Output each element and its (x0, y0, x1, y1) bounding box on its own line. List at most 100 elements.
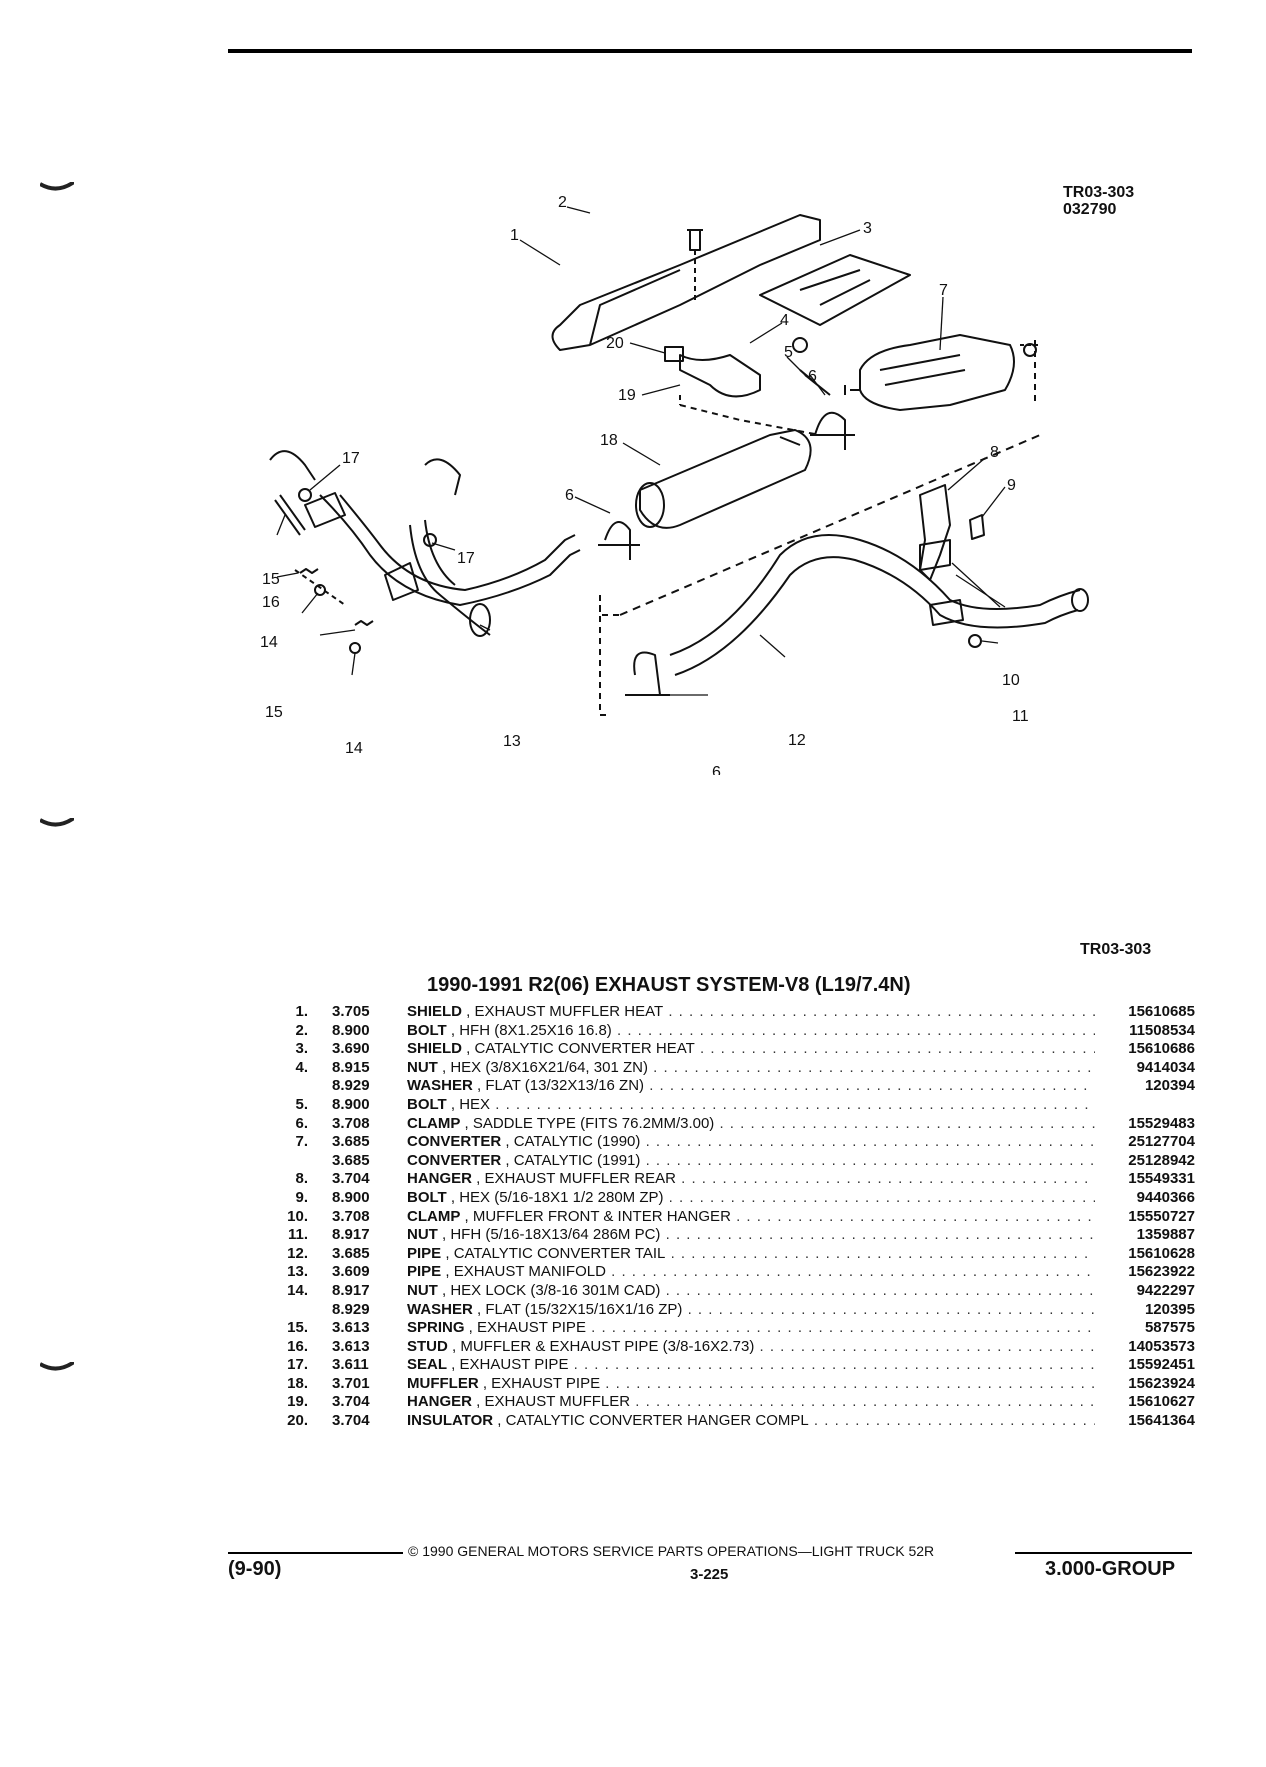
group-code: 3.609 (332, 1263, 370, 1281)
leader-dots: . . . . . . . . . . . . . . . . . . . . … (813, 1412, 1095, 1430)
shield-bolt (687, 229, 703, 251)
muffler (639, 429, 812, 529)
hanger-clamp-lower (929, 599, 964, 626)
spring-lower (354, 620, 374, 626)
item-number: 8. (295, 1170, 308, 1188)
part-number: 15610627 (1128, 1393, 1195, 1411)
callout-6c: 6 (712, 764, 721, 775)
parts-row: 1. 3.705 SHIELD , EXHAUST MUFFLER HEAT . .… (270, 1003, 1195, 1022)
group-code: 3.705 (332, 1003, 370, 1020)
callout-2: 2 (558, 195, 567, 211)
part-description: STUD , MUFFLER & EXHAUST PIPE (3/8-16X2.… (399, 1338, 1095, 1357)
spring (299, 568, 319, 574)
figure-date-code: 032790 (1063, 201, 1117, 218)
leader-dots: . . . . . . . . . . . . . . . . . . . . … (665, 1281, 1095, 1299)
callout-6: 6 (808, 368, 817, 385)
item-number: 7. (295, 1133, 308, 1151)
part-description: INSULATOR , CATALYTIC CONVERTER HANGER C… (399, 1412, 1095, 1431)
part-number: 587575 (1144, 1319, 1195, 1337)
part-description: WASHER , FLAT (13/32X13/16 ZN) . . . . .… (399, 1077, 1095, 1096)
item-number: 11. (287, 1226, 308, 1244)
group-code: 3.611 (332, 1356, 369, 1374)
part-detail: , CATALYTIC CONVERTER HEAT (462, 1040, 695, 1058)
hanger-clamp (919, 539, 951, 571)
callout-5: 5 (784, 344, 793, 361)
item-number: 1. (295, 1003, 308, 1020)
part-description: NUT , HFH (5/16-18X13/64 286M PC) . . . … (399, 1226, 1095, 1245)
part-description: BOLT , HEX (5/16-18X1 1/2 280M ZP) . . .… (399, 1189, 1095, 1208)
group-code: 3.613 (332, 1319, 370, 1337)
item-number (270, 1152, 308, 1171)
seal (298, 488, 312, 502)
leader-dots: . . . . . . . . . . . . . . . . . . . . … (681, 1170, 1095, 1188)
callout-1: 1 (510, 227, 519, 244)
callout-19: 19 (618, 387, 636, 404)
part-description: BOLT , HFH (8X1.25X16 16.8) . . . . . . … (399, 1022, 1095, 1041)
part-detail: , EXHAUST PIPE (447, 1356, 569, 1374)
part-name: BOLT (407, 1188, 447, 1206)
part-detail: , HEX (446, 1095, 491, 1113)
part-description: SHIELD , EXHAUST MUFFLER HEAT . . . . . … (399, 1003, 1095, 1022)
part-name: WASHER (407, 1300, 473, 1318)
part-detail: , EXHAUST MANIFOLD (441, 1263, 606, 1281)
binder-hole-mark (40, 818, 74, 827)
part-description: PIPE , CATALYTIC CONVERTER TAIL . . . . … (399, 1245, 1095, 1264)
part-description: BOLT , HEX . . . . . . . . . . . . . . .… (399, 1096, 1095, 1115)
part-number (1095, 1096, 1195, 1115)
item-number: 5. (295, 1095, 308, 1113)
callout-12: 12 (788, 732, 806, 749)
part-detail: , CATALYTIC CONVERTER TAIL (441, 1244, 666, 1262)
part-number: 9414034 (1136, 1058, 1195, 1076)
part-number: 15623924 (1128, 1374, 1195, 1392)
part-detail: , EXHAUST PIPE (464, 1319, 586, 1337)
tail-clamp (625, 651, 670, 696)
part-name: PIPE (407, 1244, 442, 1262)
part-detail: , CATALYTIC CONVERTER HANGER COMPL (493, 1412, 809, 1430)
item-number: 2. (295, 1021, 308, 1039)
leader-dots: . . . . . . . . . . . . . . . . . . . . … (736, 1207, 1095, 1225)
leader-dots: . . . . . . . . . . . . . . . . . . . . … (495, 1095, 1095, 1113)
muffler-heat-shield (551, 214, 821, 351)
part-name: BOLT (407, 1021, 447, 1039)
part-number: 15641364 (1128, 1412, 1195, 1430)
callout-11: 11 (1012, 708, 1029, 725)
group-code: 8.915 (332, 1058, 370, 1076)
part-description: CLAMP , MUFFLER FRONT & INTER HANGER . .… (399, 1208, 1095, 1227)
leader-dots: . . . . . . . . . . . . . . . . . . . . … (719, 1114, 1095, 1132)
leader-dots: . . . . . . . . . . . . . . . . . . . . … (635, 1393, 1095, 1411)
part-number: 15592451 (1128, 1356, 1195, 1374)
part-detail: , HFH (5/16-18X13/64 286M PC) (437, 1226, 661, 1244)
part-description: CLAMP , SADDLE TYPE (FITS 76.2MM/3.00) .… (399, 1115, 1095, 1134)
callout-20: 20 (606, 335, 624, 352)
callout-6b: 6 (565, 487, 574, 504)
leader-dots: . . . . . . . . . . . . . . . . . . . . … (645, 1133, 1095, 1151)
callout-17: 17 (342, 450, 360, 467)
group-code: 3.704 (332, 1170, 370, 1188)
footer-rule-right (1015, 1552, 1192, 1554)
part-name: MUFFLER (407, 1374, 479, 1392)
leader-dots: . . . . . . . . . . . . . . . . . . . . … (645, 1151, 1095, 1169)
part-name: HANGER (407, 1170, 473, 1188)
part-description: SEAL , EXHAUST PIPE . . . . . . . . . . … (399, 1356, 1095, 1375)
item-number: 13. (287, 1263, 308, 1281)
right-flange (384, 562, 419, 601)
item-number: 19. (287, 1393, 308, 1411)
leader-dots: . . . . . . . . . . . . . . . . . . . . … (605, 1374, 1095, 1392)
tail-pipe (669, 534, 1081, 656)
callout-9: 9 (1007, 477, 1016, 494)
part-name: HANGER (407, 1393, 473, 1411)
part-detail: , FLAT (15/32X15/16X1/16 ZP) (472, 1300, 683, 1318)
part-detail: , EXHAUST MUFFLER REAR (472, 1170, 676, 1188)
item-number: 16. (287, 1337, 308, 1355)
part-description: SPRING , EXHAUST PIPE . . . . . . . . . … (399, 1319, 1095, 1338)
item-number: 18. (287, 1374, 308, 1392)
group-code: 3.690 (332, 1040, 370, 1058)
stud (274, 494, 306, 536)
part-detail: , HEX (5/16-18X1 1/2 280M ZP) (446, 1188, 664, 1206)
